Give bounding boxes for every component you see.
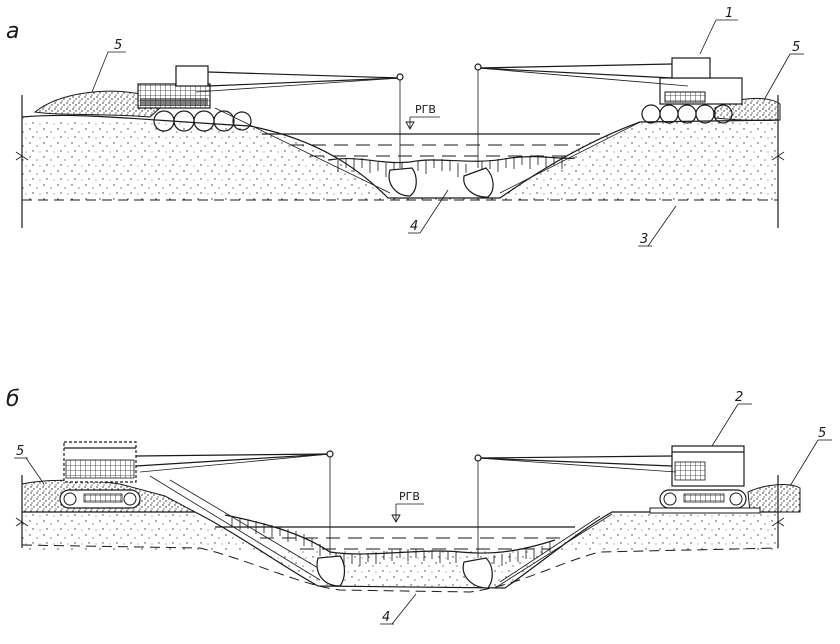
- panel-b-silt-surface: [224, 514, 556, 555]
- panel-a-callout-spoil-left: 5: [91, 38, 126, 93]
- panel-b-callout-excavation-text: 4: [382, 610, 390, 625]
- panel-b-callout-spoil-right: 5: [789, 426, 832, 487]
- panel-b-ground-line: [22, 511, 778, 589]
- panel-b-label: б: [6, 387, 20, 412]
- panel-b-right-dragline: [462, 445, 761, 589]
- panel-b-water-level-label: РГВ: [399, 490, 420, 503]
- panel-b-callout-dragline-text: 2: [735, 390, 743, 405]
- panel-b-left-break: [15, 517, 29, 527]
- panel-b: б РГВ: [6, 387, 832, 625]
- panel-b-callout-spoil-left-text: 5: [16, 444, 24, 459]
- panel-a-callout-excavation-text: 4: [410, 219, 418, 234]
- panel-a-callout-dragline-text: 1: [725, 6, 733, 21]
- panel-b-callout-dragline: 2: [711, 390, 752, 447]
- panel-a-callout-spoil-left-text: 5: [114, 38, 122, 53]
- panel-a-left-break: [15, 151, 29, 161]
- panel-a-soil: [22, 118, 778, 200]
- panel-a-callout-excavation: 4: [408, 189, 449, 234]
- panel-a-silt-ticks: [337, 155, 563, 177]
- panel-b-callout-spoil-right-text: 5: [818, 426, 826, 441]
- panel-b-callout-excavation: 4: [380, 593, 417, 625]
- panel-a-right-break: [771, 151, 785, 161]
- panel-a-callout-design-bottom-text: 3: [640, 232, 648, 247]
- panel-b-spoil-heap-right: [747, 484, 801, 513]
- panel-a-right-dragline: [463, 57, 743, 198]
- panel-a-left-pontoons: [153, 110, 252, 132]
- panel-b-right-break: [771, 517, 785, 527]
- panel-a-label: а: [6, 19, 19, 44]
- panel-a-ground-line: [21, 114, 779, 199]
- panel-b-design-bottom-line: [21, 544, 779, 593]
- panel-a-left-dragline: [137, 65, 417, 197]
- panel-a-water-level-label: РГВ: [415, 103, 436, 116]
- panel-a: а РГВ: [6, 6, 804, 247]
- panel-a-callout-spoil-right-text: 5: [792, 40, 800, 55]
- panel-b-left-dragline: [59, 441, 346, 587]
- panel-a-callout-design-bottom: 3: [638, 205, 677, 247]
- panel-a-callout-spoil-right: 5: [763, 40, 804, 101]
- panel-a-callout-dragline: 1: [699, 6, 738, 55]
- panel-b-callout-spoil-left: 5: [14, 444, 45, 485]
